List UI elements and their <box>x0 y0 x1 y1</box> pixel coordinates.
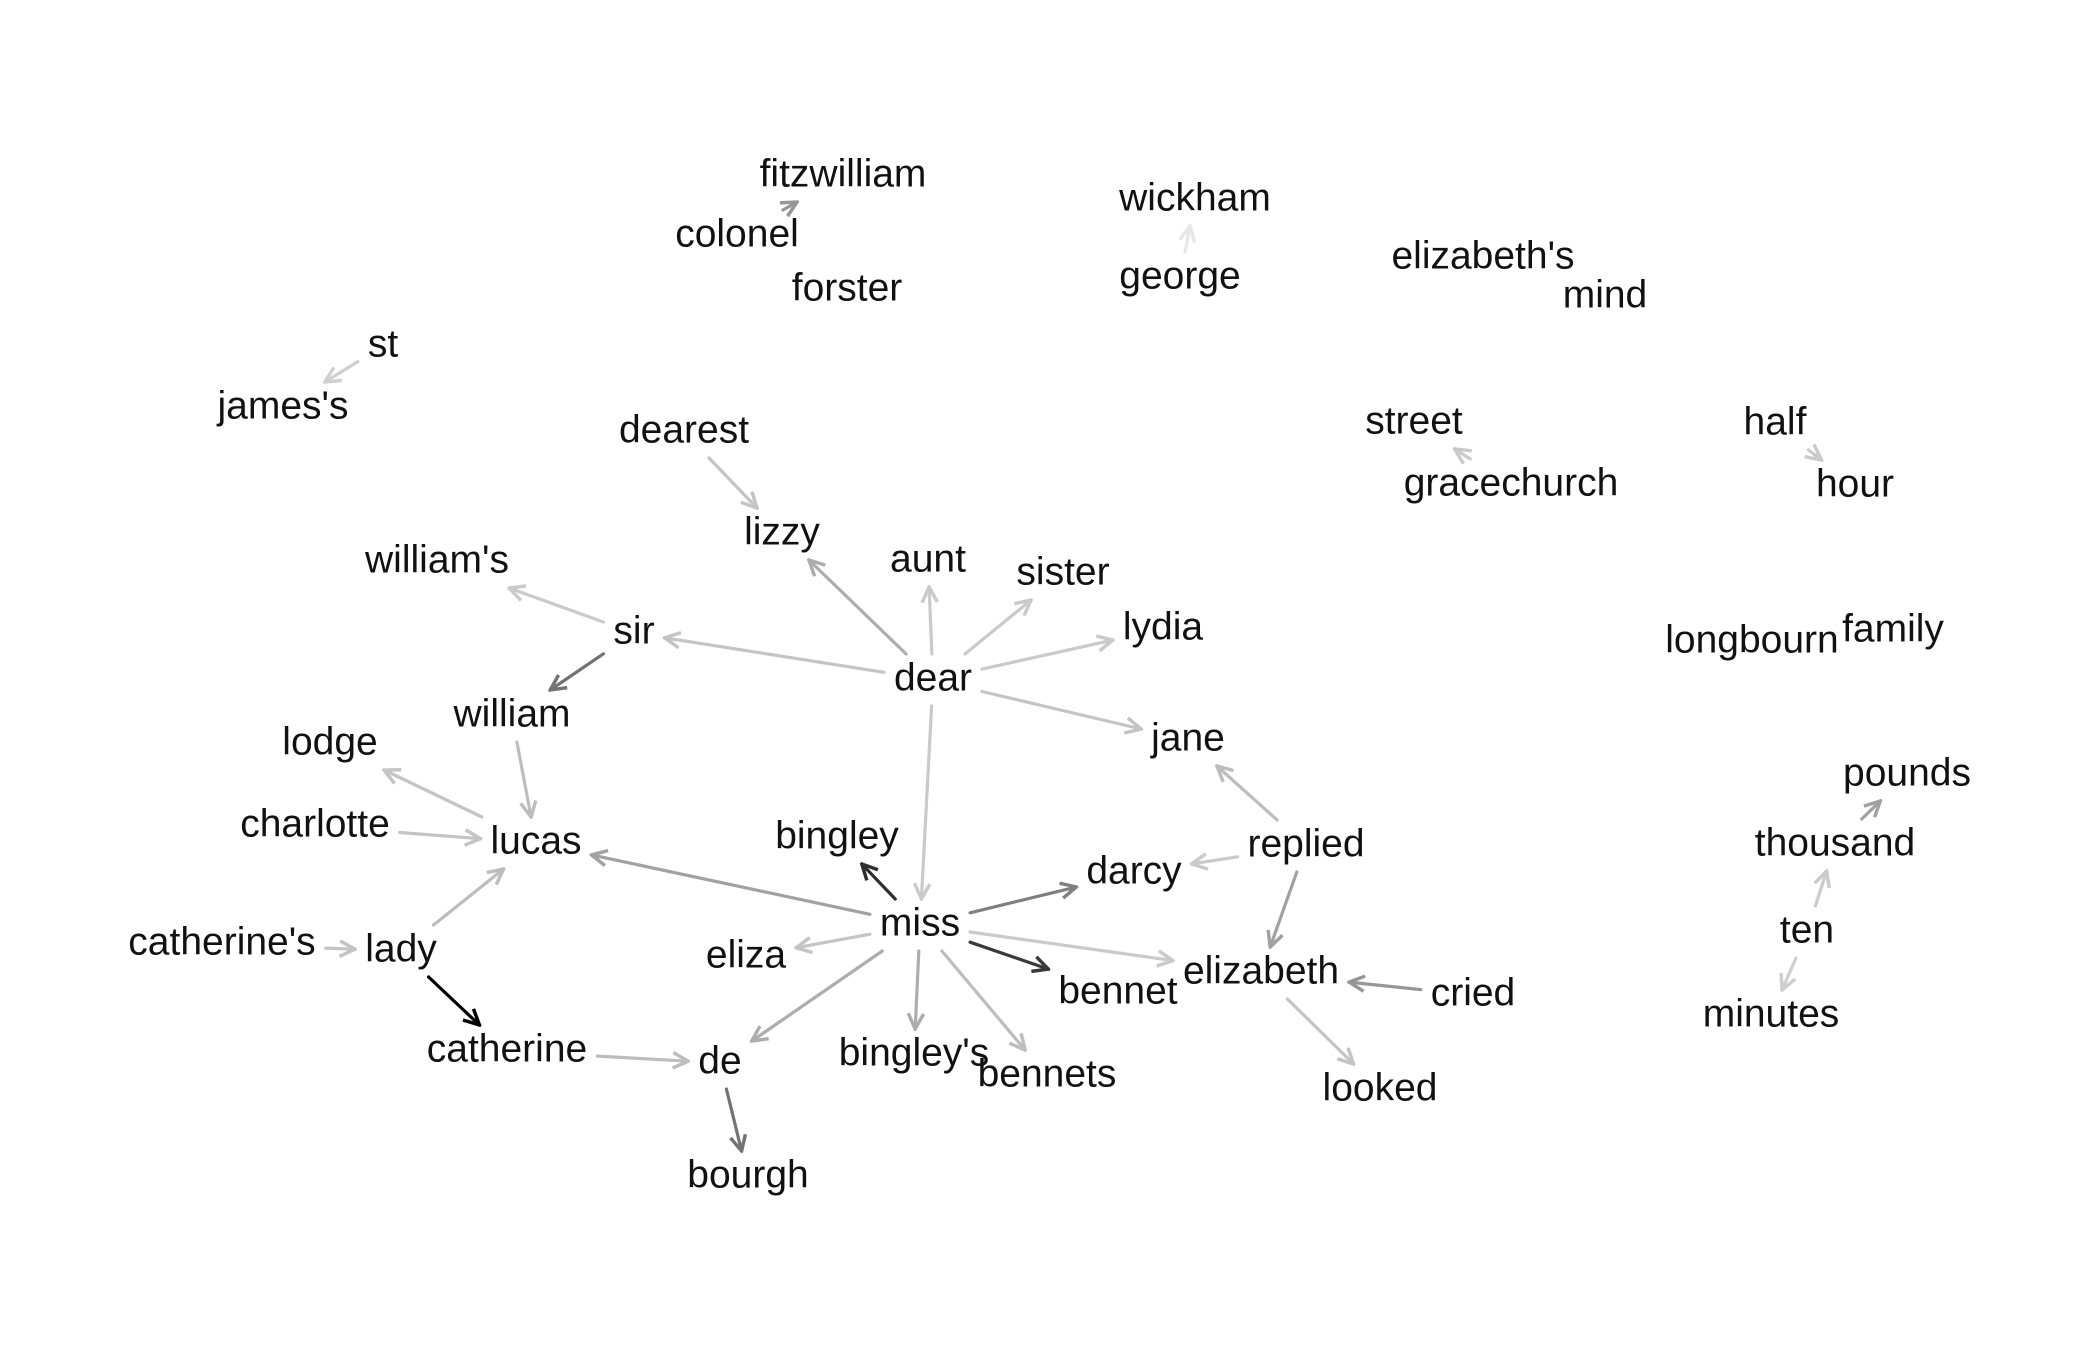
edge-miss-to-darcy <box>968 887 1076 915</box>
node-ten: ten <box>1780 908 1834 951</box>
node-lucas: lucas <box>490 819 581 862</box>
node-lodge: lodge <box>282 720 377 763</box>
edge-catherines-to-lady <box>324 948 356 949</box>
edge-miss-to-de <box>752 949 884 1041</box>
node-miss: miss <box>880 901 960 944</box>
node-bingley: bingley <box>775 814 899 857</box>
node-darcy: darcy <box>1086 849 1182 892</box>
edge-dear-to-lizzy <box>809 560 908 656</box>
edge-william-to-lucas <box>515 740 531 817</box>
edge-dear-to-aunt <box>929 587 932 656</box>
edge-lucas-to-lodge <box>384 770 484 819</box>
node-de: de <box>698 1039 741 1082</box>
edge-miss-to-lucas <box>592 855 872 916</box>
node-family: family <box>1842 607 1944 650</box>
edge-replied-to-elizabeth <box>1270 870 1299 947</box>
edge-catherine-to-de <box>595 1056 688 1061</box>
edge-thousand-to-pounds <box>1860 801 1881 821</box>
node-bennets: bennets <box>978 1052 1117 1095</box>
node-sister: sister <box>1016 550 1109 593</box>
edge-miss-to-eliza <box>796 932 872 948</box>
node-bourgh: bourgh <box>687 1153 808 1196</box>
node-eliza: eliza <box>706 933 787 976</box>
edge-miss-to-bennet <box>968 940 1048 969</box>
node-lizzy: lizzy <box>744 510 820 553</box>
node-dearest: dearest <box>619 408 749 451</box>
node-jamess: james's <box>217 384 349 427</box>
edge-replied-to-darcy <box>1192 857 1240 864</box>
edge-charlotte-to-lucas <box>398 833 481 839</box>
edge-lady-to-catherine <box>427 975 480 1025</box>
edge-ten-to-thousand <box>1815 871 1826 908</box>
edge-ten-to-minutes <box>1782 956 1798 990</box>
node-gracechurch: gracechurch <box>1404 461 1619 504</box>
node-hour: hour <box>1816 462 1894 505</box>
edges-layer <box>325 202 1880 1151</box>
node-elizabeths: elizabeth's <box>1391 234 1574 277</box>
node-thousand: thousand <box>1755 821 1915 864</box>
edge-dear-to-sir <box>665 638 886 674</box>
node-fitzwilliam: fitzwilliam <box>760 152 927 195</box>
edge-st-to-jamess <box>325 360 360 382</box>
node-bennet: bennet <box>1058 969 1177 1012</box>
node-mind: mind <box>1563 273 1648 316</box>
node-looked: looked <box>1323 1066 1438 1109</box>
node-george: george <box>1119 254 1240 297</box>
edge-de-to-bourgh <box>724 1087 741 1151</box>
edge-elizabeth-to-looked <box>1285 997 1353 1064</box>
node-aunt: aunt <box>890 537 966 580</box>
edge-miss-to-bingleys <box>915 949 919 1029</box>
edge-cried-to-elizabeth <box>1349 982 1423 990</box>
edge-dear-to-lydia <box>980 640 1113 671</box>
node-pounds: pounds <box>1843 751 1971 794</box>
node-bingleys: bingley's <box>839 1031 990 1074</box>
node-wickham: wickham <box>1118 176 1271 219</box>
node-lady: lady <box>365 927 437 970</box>
node-lydia: lydia <box>1123 605 1204 648</box>
node-dear: dear <box>894 656 972 699</box>
edge-miss-to-bingley <box>862 864 897 901</box>
edge-miss-to-elizabeth <box>968 930 1173 961</box>
node-jane: jane <box>1150 716 1225 759</box>
edge-dearest-to-lizzy <box>707 456 757 508</box>
edge-dear-to-sister <box>963 600 1031 656</box>
edge-dear-to-jane <box>980 689 1141 730</box>
node-street: street <box>1365 399 1463 442</box>
edge-colonel-to-fitzwilliam <box>783 202 797 210</box>
node-william: william <box>453 692 571 735</box>
node-williams: william's <box>364 538 509 581</box>
edge-lady-to-lucas <box>431 869 504 927</box>
node-sir: sir <box>613 609 654 652</box>
node-catherines: catherine's <box>128 920 315 963</box>
edge-dear-to-miss <box>921 704 934 899</box>
edge-half-to-hour <box>1809 450 1822 460</box>
edge-miss-to-bennets <box>940 949 1025 1050</box>
edge-sir-to-william <box>550 652 606 690</box>
edge-replied-to-jane <box>1217 766 1279 822</box>
node-replied: replied <box>1247 822 1364 865</box>
node-longbourn: longbourn <box>1665 618 1838 661</box>
node-cried: cried <box>1431 971 1516 1014</box>
node-half: half <box>1744 400 1807 443</box>
nodes-layer: fitzwilliam colonel forster wickham george el… <box>128 152 1971 1196</box>
node-elizabeth: elizabeth <box>1183 949 1339 992</box>
edge-sir-to-williams <box>509 588 606 624</box>
edge-george-to-wickham <box>1185 226 1190 254</box>
edge-gracechurch-to-street <box>1455 449 1471 459</box>
node-forster: forster <box>792 266 903 309</box>
node-st: st <box>368 322 399 365</box>
node-minutes: minutes <box>1703 992 1840 1035</box>
node-charlotte: charlotte <box>240 802 390 845</box>
node-colonel: colonel <box>675 212 799 255</box>
node-catherine: catherine <box>427 1027 587 1070</box>
